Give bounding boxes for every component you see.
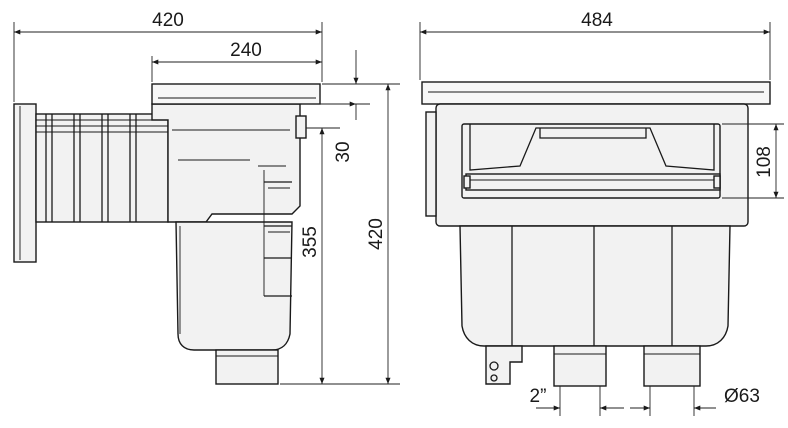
dim-side-total-height: 420: [366, 218, 387, 250]
dim-front-outlet-thread: 2”: [530, 386, 547, 407]
front-outlet-left: [553, 345, 607, 387]
side-body-upper: [151, 103, 301, 223]
front-side-tab: [425, 111, 437, 217]
side-body-lower: [175, 221, 293, 351]
dim-side-lid-width: 240: [230, 40, 262, 61]
dim-side-lid-height: 30: [333, 141, 354, 162]
dim-side-body-height: 355: [300, 226, 321, 258]
side-ribs: [264, 181, 292, 297]
side-view: 420 240 30 355 420: [13, 10, 400, 385]
side-flange: [13, 103, 37, 263]
dim-front-outlet-diameter: Ø63: [724, 386, 760, 407]
side-latch: [295, 115, 307, 139]
side-lid: [151, 83, 321, 105]
front-view: 484 108 2” Ø63: [419, 10, 784, 416]
front-lid: [421, 81, 771, 105]
side-tube-ribs: [36, 114, 168, 222]
dim-front-overall-width: 484: [581, 10, 613, 31]
front-outlet-right: [643, 345, 701, 387]
dim-front-opening-height: 108: [754, 146, 775, 178]
side-outlet: [215, 349, 279, 385]
front-body-lower: [459, 225, 731, 347]
front-weir-flap: [465, 173, 721, 191]
dim-side-overall-width: 420: [152, 10, 184, 31]
